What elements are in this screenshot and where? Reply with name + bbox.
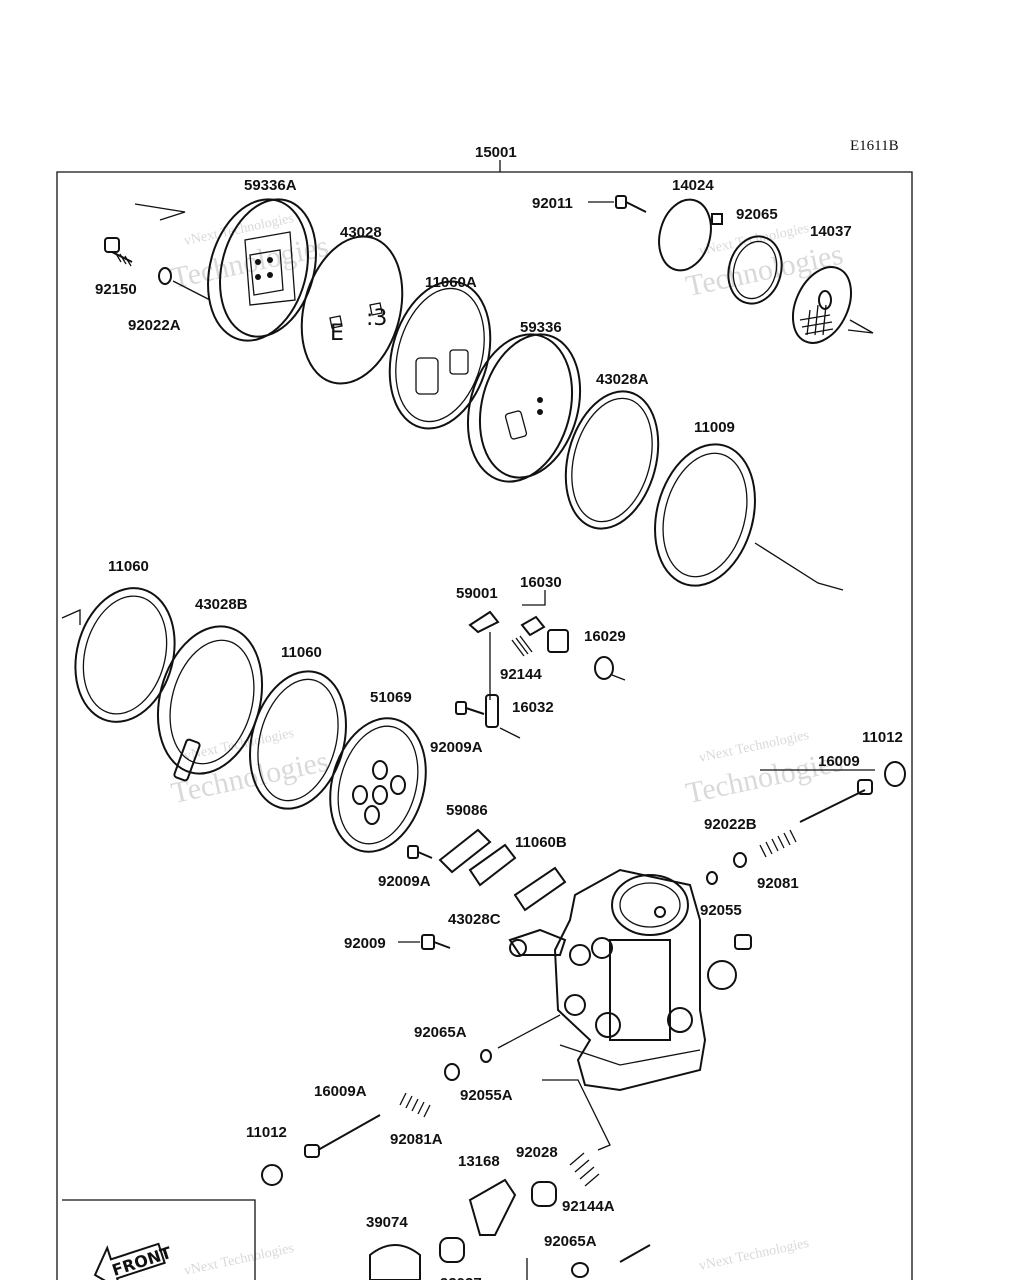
ref-arrow xyxy=(134,203,186,221)
part-label: 16009 xyxy=(818,753,860,770)
part-label: 92009A xyxy=(430,739,483,756)
gasket-ring xyxy=(654,443,756,587)
screw-icon xyxy=(588,195,647,213)
screw-icon xyxy=(104,237,133,267)
part-label: 43028 xyxy=(340,224,382,241)
part-label: 43028C xyxy=(448,911,501,928)
carburetor-body xyxy=(508,868,752,1092)
part-label: 16029 xyxy=(584,628,626,645)
part-label: 59001 xyxy=(456,585,498,602)
part-label: 11060 xyxy=(281,644,322,661)
part-label: 59336A xyxy=(244,177,297,194)
svg-text::3: :3 xyxy=(366,306,387,331)
part-label: 11060A xyxy=(425,274,477,291)
part-label: 92065 xyxy=(736,206,778,223)
part-label: 39074 xyxy=(366,1214,408,1231)
part-label: 92065A xyxy=(414,1024,467,1041)
part-label: 92028 xyxy=(516,1144,558,1161)
part-label: 51069 xyxy=(370,689,412,706)
part-label: 59086 xyxy=(446,802,488,819)
svg-text:E: E xyxy=(330,321,344,346)
part-label: 15001 xyxy=(475,144,517,161)
part-label: 16030 xyxy=(520,574,562,591)
part-label: 92009 xyxy=(344,935,386,952)
diagram-code: E1611B xyxy=(850,138,899,154)
valve-gasket-icon xyxy=(513,866,567,912)
part-label: 92027 xyxy=(440,1275,482,1280)
gasket: E :3 xyxy=(300,235,404,385)
valve-gasket-icon xyxy=(468,843,517,887)
part-label: 92022A xyxy=(128,317,181,334)
adjuster-screw xyxy=(706,761,906,885)
ref-arrow xyxy=(61,608,81,625)
part-label: 92022B xyxy=(704,816,757,833)
ref-arrow xyxy=(847,319,874,334)
front-arrow: FRONT xyxy=(93,1242,174,1280)
filter-screen-icon xyxy=(791,266,853,344)
screw-icon xyxy=(398,934,451,950)
gasket-ring-inner xyxy=(662,452,748,578)
part-label: 11012 xyxy=(862,729,903,746)
o-ring-inner xyxy=(732,240,778,300)
part-label: 14037 xyxy=(810,223,852,240)
cap-icon xyxy=(658,198,712,272)
cover-plate xyxy=(207,198,317,342)
part-label: 92081A xyxy=(390,1131,443,1148)
part-labels: 15001 59336A 43028 92150 92022A 11060A 9… xyxy=(95,144,903,1280)
lower-adjuster xyxy=(261,1014,651,1280)
part-label: 43028B xyxy=(195,596,248,613)
part-label: 16032 xyxy=(512,699,554,716)
part-label: 13168 xyxy=(458,1153,500,1170)
part-label: 43028A xyxy=(596,371,649,388)
part-label: 92055A xyxy=(460,1087,513,1104)
valve-cover-icon xyxy=(438,828,492,874)
diaphragm-ring xyxy=(74,587,176,723)
pump-plate xyxy=(466,333,582,483)
leader-line xyxy=(172,280,211,301)
part-label: 11009 xyxy=(694,419,735,436)
nipple-icon xyxy=(711,213,723,225)
screw-icon xyxy=(407,845,433,859)
valve-plate xyxy=(329,717,427,853)
part-label: 14024 xyxy=(672,177,714,194)
part-label: 92011 xyxy=(532,195,573,212)
gasket-ring-inner xyxy=(571,397,653,523)
part-label: 11012 xyxy=(246,1124,287,1141)
diaphragm xyxy=(388,280,492,430)
part-label: 59336 xyxy=(520,319,562,336)
watermark-text: vNext Technologies xyxy=(183,1241,296,1279)
valve-parts xyxy=(468,590,626,739)
gasket-ring xyxy=(564,390,660,530)
part-label: 92144 xyxy=(500,666,542,683)
lower-bracket xyxy=(62,1199,256,1280)
o-ring-icon xyxy=(727,235,783,305)
part-label: 11060B xyxy=(515,834,567,851)
washer-icon xyxy=(158,267,172,285)
part-label: 92150 xyxy=(95,281,137,298)
watermark-text: vNext Technologies xyxy=(698,1236,811,1274)
part-label: 92065A xyxy=(544,1233,597,1250)
assembly-bracket xyxy=(56,171,913,1280)
screw-icon xyxy=(455,701,485,715)
part-label: 92081 xyxy=(757,875,799,892)
part-label: 92144A xyxy=(562,1198,615,1215)
part-label: 92055 xyxy=(700,902,742,919)
part-label: 16009A xyxy=(314,1083,367,1100)
part-label: 92009A xyxy=(378,873,431,890)
ref-arrow xyxy=(754,542,844,591)
watermarks: vNext Technologies Technologies vNext Te… xyxy=(168,211,845,1279)
part-label: 11060 xyxy=(108,558,149,575)
